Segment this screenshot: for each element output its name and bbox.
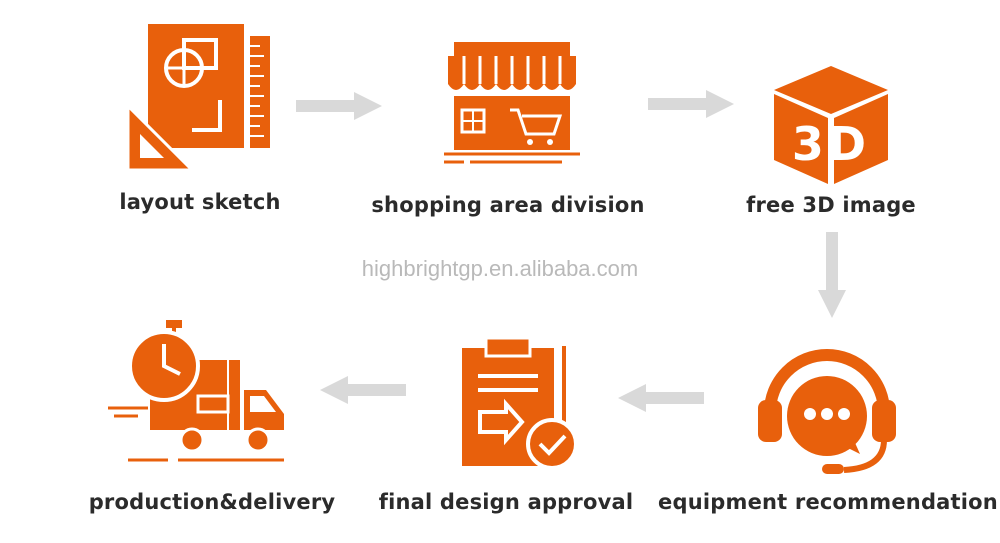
3d-cube-icon: 3D [774, 66, 888, 184]
step-label-final-design-approval: final design approval [378, 490, 634, 514]
arrow-left-icon [618, 384, 704, 412]
3d-cube-text: 3D [792, 117, 870, 171]
clipboard-approval-icon [462, 336, 578, 470]
headset-support-icon [758, 349, 896, 474]
arrow-right-icon [648, 90, 734, 118]
arrow-right-icon [296, 92, 382, 120]
step-label-layout-sketch: layout sketch [119, 190, 281, 214]
watermark-text: highbrightgp.en.alibaba.com [361, 256, 639, 281]
arrow-down-icon [818, 232, 846, 318]
step-label-shopping-area-division: shopping area division [371, 193, 645, 217]
step-label-equipment-recommendation: equipment recommendation [658, 490, 998, 514]
delivery-truck-icon [108, 320, 284, 462]
arrow-left-icon [320, 376, 406, 404]
blueprint-ruler-icon [126, 24, 270, 172]
step-label-production-delivery: production&delivery [88, 490, 336, 514]
shop-storefront-icon [444, 42, 580, 164]
step-label-free-3d-image: free 3D image [746, 193, 916, 217]
